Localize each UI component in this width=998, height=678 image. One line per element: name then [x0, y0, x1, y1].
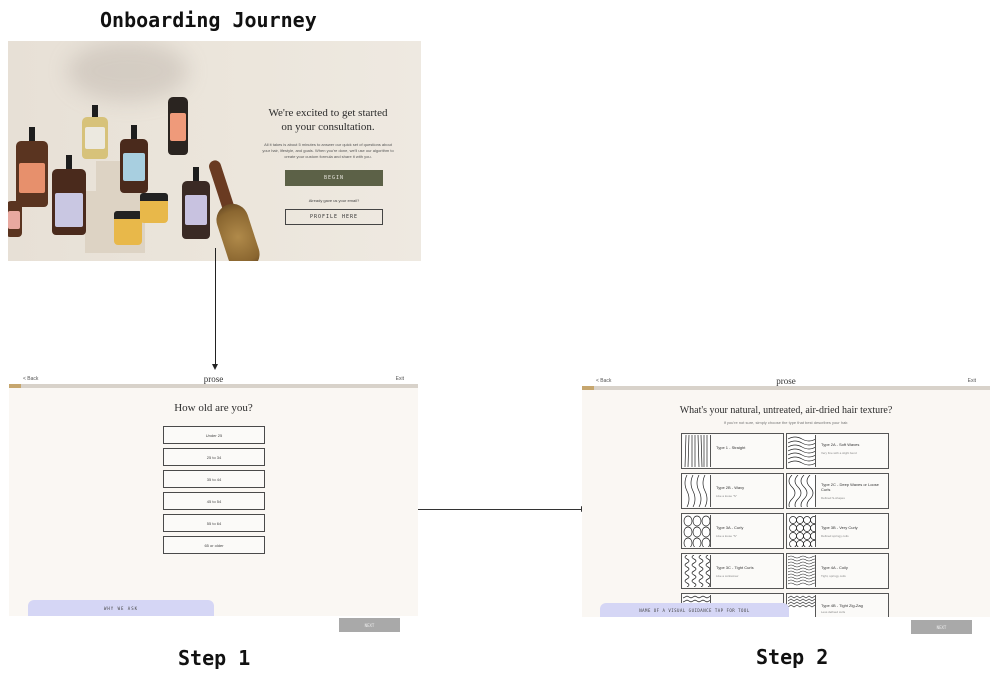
- prose-logo: prose: [203, 374, 224, 384]
- exit-button[interactable]: Exit: [967, 378, 976, 384]
- next-button[interactable]: NEXT: [339, 618, 400, 632]
- age-option[interactable]: Under 25: [163, 426, 265, 444]
- step-1-screen: < Back prose Exit How old are you? Under…: [9, 373, 418, 616]
- progress-bar: [9, 384, 418, 388]
- texture-option[interactable]: Type 3C - Tight Curls Like a corkscrew: [681, 553, 784, 589]
- step-1-label: Step 1: [178, 646, 251, 670]
- straight-hair-icon: [683, 435, 711, 467]
- board-title: Onboarding Journey: [100, 8, 317, 32]
- age-option[interactable]: 55 to 64: [163, 514, 265, 532]
- product-jar: [114, 211, 142, 245]
- top-bar: [9, 373, 418, 384]
- texture-option[interactable]: Type 2C - Deep Waves or Loose Curls Defi…: [786, 473, 889, 509]
- product-jar: [140, 193, 168, 223]
- texture-title: Type 2B - Wavy: [716, 485, 745, 490]
- texture-subtitle: Like a corkscrew: [716, 574, 739, 578]
- profile-button[interactable]: PROFILE HERE: [285, 209, 383, 225]
- welcome-screen: [8, 41, 421, 261]
- top-bar: [582, 375, 990, 386]
- hero-copy: We're excited to get started on your con…: [262, 106, 394, 160]
- texture-title: Type 2C - Deep Waves or Loose Curls: [821, 482, 879, 492]
- texture-title: Type 4A - Coily: [821, 565, 848, 570]
- hero-body: All it takes is about 5 minutes to answe…: [262, 142, 394, 159]
- back-button[interactable]: < Back: [23, 376, 39, 382]
- leaf-shadow: [68, 41, 188, 101]
- texture-subtitle: Like a loose "S": [716, 534, 737, 538]
- texture-subtitle: Tight, springy coils: [821, 574, 846, 578]
- texture-title: Type 3A - Curly: [716, 525, 744, 530]
- flow-arrow-down: [215, 248, 216, 366]
- hairbrush-icon: [212, 199, 264, 261]
- tight-curls-icon: [683, 555, 711, 587]
- coily-hair-icon: [788, 555, 816, 587]
- texture-option[interactable]: Type 4A - Coily Tight, springy coils: [786, 553, 889, 589]
- texture-option[interactable]: Type 2B - Wavy Like a loose "S": [681, 473, 784, 509]
- product-bottle: [82, 105, 108, 159]
- back-button[interactable]: < Back: [596, 378, 612, 384]
- very-curly-icon: [788, 515, 816, 547]
- texture-title: Type 2A - Soft Waves: [821, 442, 860, 447]
- help-chip[interactable]: WHY WE ASK: [28, 600, 214, 616]
- texture-subtitle: Like a loose "S": [716, 494, 737, 498]
- flow-arrow-right: [407, 509, 583, 510]
- prose-logo: prose: [776, 376, 796, 386]
- product-bottle: [52, 155, 86, 235]
- texture-option[interactable]: Type 2A - Soft Waves Very fine with a sl…: [786, 433, 889, 469]
- product-bottle: [120, 125, 148, 193]
- deep-waves-icon: [788, 475, 816, 507]
- texture-subtitle: Less defined curls: [821, 610, 846, 614]
- question-subtext: If you're not sure, simply choose the ty…: [723, 420, 849, 425]
- texture-subtitle: Defined springy coils: [821, 534, 849, 538]
- arrow-head-icon: [212, 364, 218, 370]
- exit-button[interactable]: Exit: [395, 376, 404, 382]
- texture-title: Type 3B - Very Curly: [821, 525, 858, 530]
- texture-title: Type 1 - Straight: [716, 445, 746, 450]
- product-bottle: [168, 97, 188, 155]
- product-bottle: [8, 201, 22, 237]
- texture-subtitle: Defined S-shapes: [821, 496, 845, 500]
- texture-option[interactable]: Type 4B - Tight Zig-Zag Less defined cur…: [786, 593, 889, 617]
- product-bottle: [16, 127, 48, 207]
- signin-text: Already gave us your email?: [308, 198, 360, 203]
- step-2-label: Step 2: [756, 645, 829, 669]
- help-chip[interactable]: NAME OF A VISUAL GUIDANCE TAP FOR TOOL: [600, 603, 789, 617]
- hero-heading: We're excited to get started on your con…: [268, 107, 388, 133]
- curly-hair-icon: [683, 515, 711, 547]
- wavy-hair-icon: [683, 475, 711, 507]
- texture-title: Type 4B - Tight Zig-Zag: [821, 603, 863, 608]
- texture-option[interactable]: Type 1 - Straight: [681, 433, 784, 469]
- product-bottle: [182, 167, 210, 239]
- texture-subtitle: Very fine with a slight bend: [821, 451, 857, 455]
- texture-option[interactable]: Type 3B - Very Curly Defined springy coi…: [786, 513, 889, 549]
- soft-waves-icon: [788, 435, 816, 467]
- zig-zag-icon: [788, 595, 816, 617]
- question-title: How old are you?: [174, 402, 253, 414]
- next-button[interactable]: NEXT: [911, 620, 972, 634]
- age-option[interactable]: 45 to 54: [163, 492, 265, 510]
- texture-option[interactable]: Type 3A - Curly Like a loose "S": [681, 513, 784, 549]
- progress-bar: [582, 386, 990, 390]
- age-option[interactable]: 35 to 44: [163, 470, 265, 488]
- age-option[interactable]: 25 to 34: [163, 448, 265, 466]
- age-option[interactable]: 65 or older: [163, 536, 265, 554]
- question-title: What's your natural, untreated, air-drie…: [679, 405, 893, 416]
- step-2-screen: < Back prose Exit What's your natural, u…: [582, 375, 990, 617]
- texture-title: Type 3C - Tight Curls: [716, 565, 754, 570]
- begin-button[interactable]: BEGIN: [285, 170, 383, 186]
